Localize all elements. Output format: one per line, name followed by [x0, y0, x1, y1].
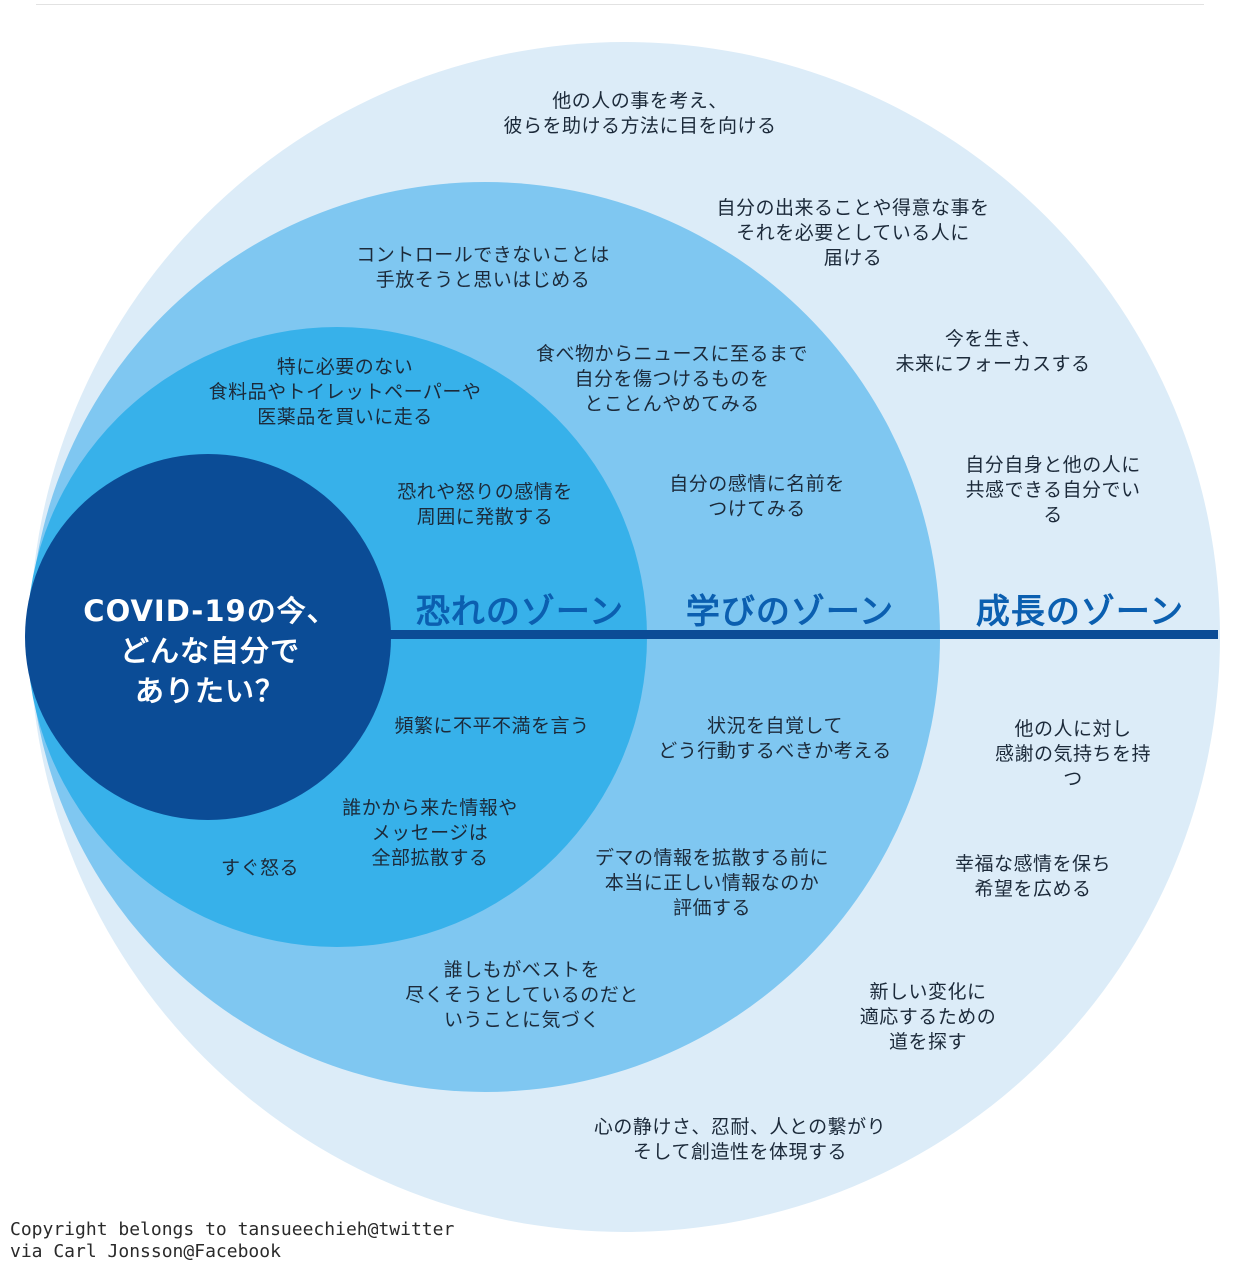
- learning-item-name-emotions: 自分の感情に名前を つけてみる: [669, 473, 845, 520]
- fear-item-forward-all: 誰かから来た情報や メッセージは 全部拡散する: [342, 797, 518, 869]
- growth-item-share-skills: 自分の出来ることや得意な事を それを必要としている人に 届ける: [716, 197, 990, 269]
- growth-item-gratitude: 他の人に対し 感謝の気持ちを持つ: [994, 718, 1151, 790]
- copyright-note: Copyright belongs to tansueechieh@twitte…: [10, 1219, 455, 1262]
- growth-item-empathy: 自分自身と他の人に 共感できる自分でいる: [965, 454, 1141, 526]
- fear-item-complain: 頻繁に不平不満を言う: [394, 715, 590, 737]
- top-divider: [36, 0, 1204, 5]
- fear-item-angry: すぐ怒る: [220, 857, 300, 879]
- zone-axis-line: [360, 630, 1218, 639]
- learning-zone-label: 学びのゾーン: [685, 592, 895, 632]
- learning-item-best-effort: 誰しもがベストを 尽くそうとしているのだと いうことに気づく: [405, 959, 639, 1031]
- learning-item-stop-harm: 食べ物からニュースに至るまで 自分を傷つけるものを とことんやめてみる: [535, 343, 809, 415]
- growth-item-live-now: 今を生き、 未来にフォーカスする: [895, 328, 1091, 375]
- fear-item-spread-emotions: 恐れや怒りの感情を 周囲に発散する: [397, 481, 573, 528]
- learning-item-evaluate-info: デマの情報を拡散する前に 本当に正しい情報なのか 評価する: [594, 847, 830, 919]
- fear-zone-label: 恐れのゾーン: [415, 592, 625, 632]
- growth-item-adapt: 新しい変化に 適応するための 道を探す: [859, 981, 997, 1053]
- growth-item-help-others: 他の人の事を考え、 彼らを助ける方法に目を向ける: [503, 90, 777, 137]
- growth-zone-label: 成長のゾーン: [975, 592, 1185, 632]
- learning-item-awareness: 状況を自覚して どう行動するべきか考える: [658, 715, 892, 762]
- center-circle: [25, 454, 391, 820]
- growth-item-hope: 幸福な感情を保ち 希望を広める: [954, 853, 1112, 900]
- fear-item-panic-buying: 特に必要のない 食料品やトイレットペーパーや 医薬品を買いに走る: [208, 356, 482, 428]
- center-title: COVID-19の今、 どんな自分で ありたい？: [83, 594, 337, 708]
- learning-item-let-go: コントロールできないことは 手放そうと思いはじめる: [356, 244, 610, 291]
- growth-item-calm: 心の静けさ、忍耐、人との繋がり そして創造性を体現する: [593, 1116, 887, 1163]
